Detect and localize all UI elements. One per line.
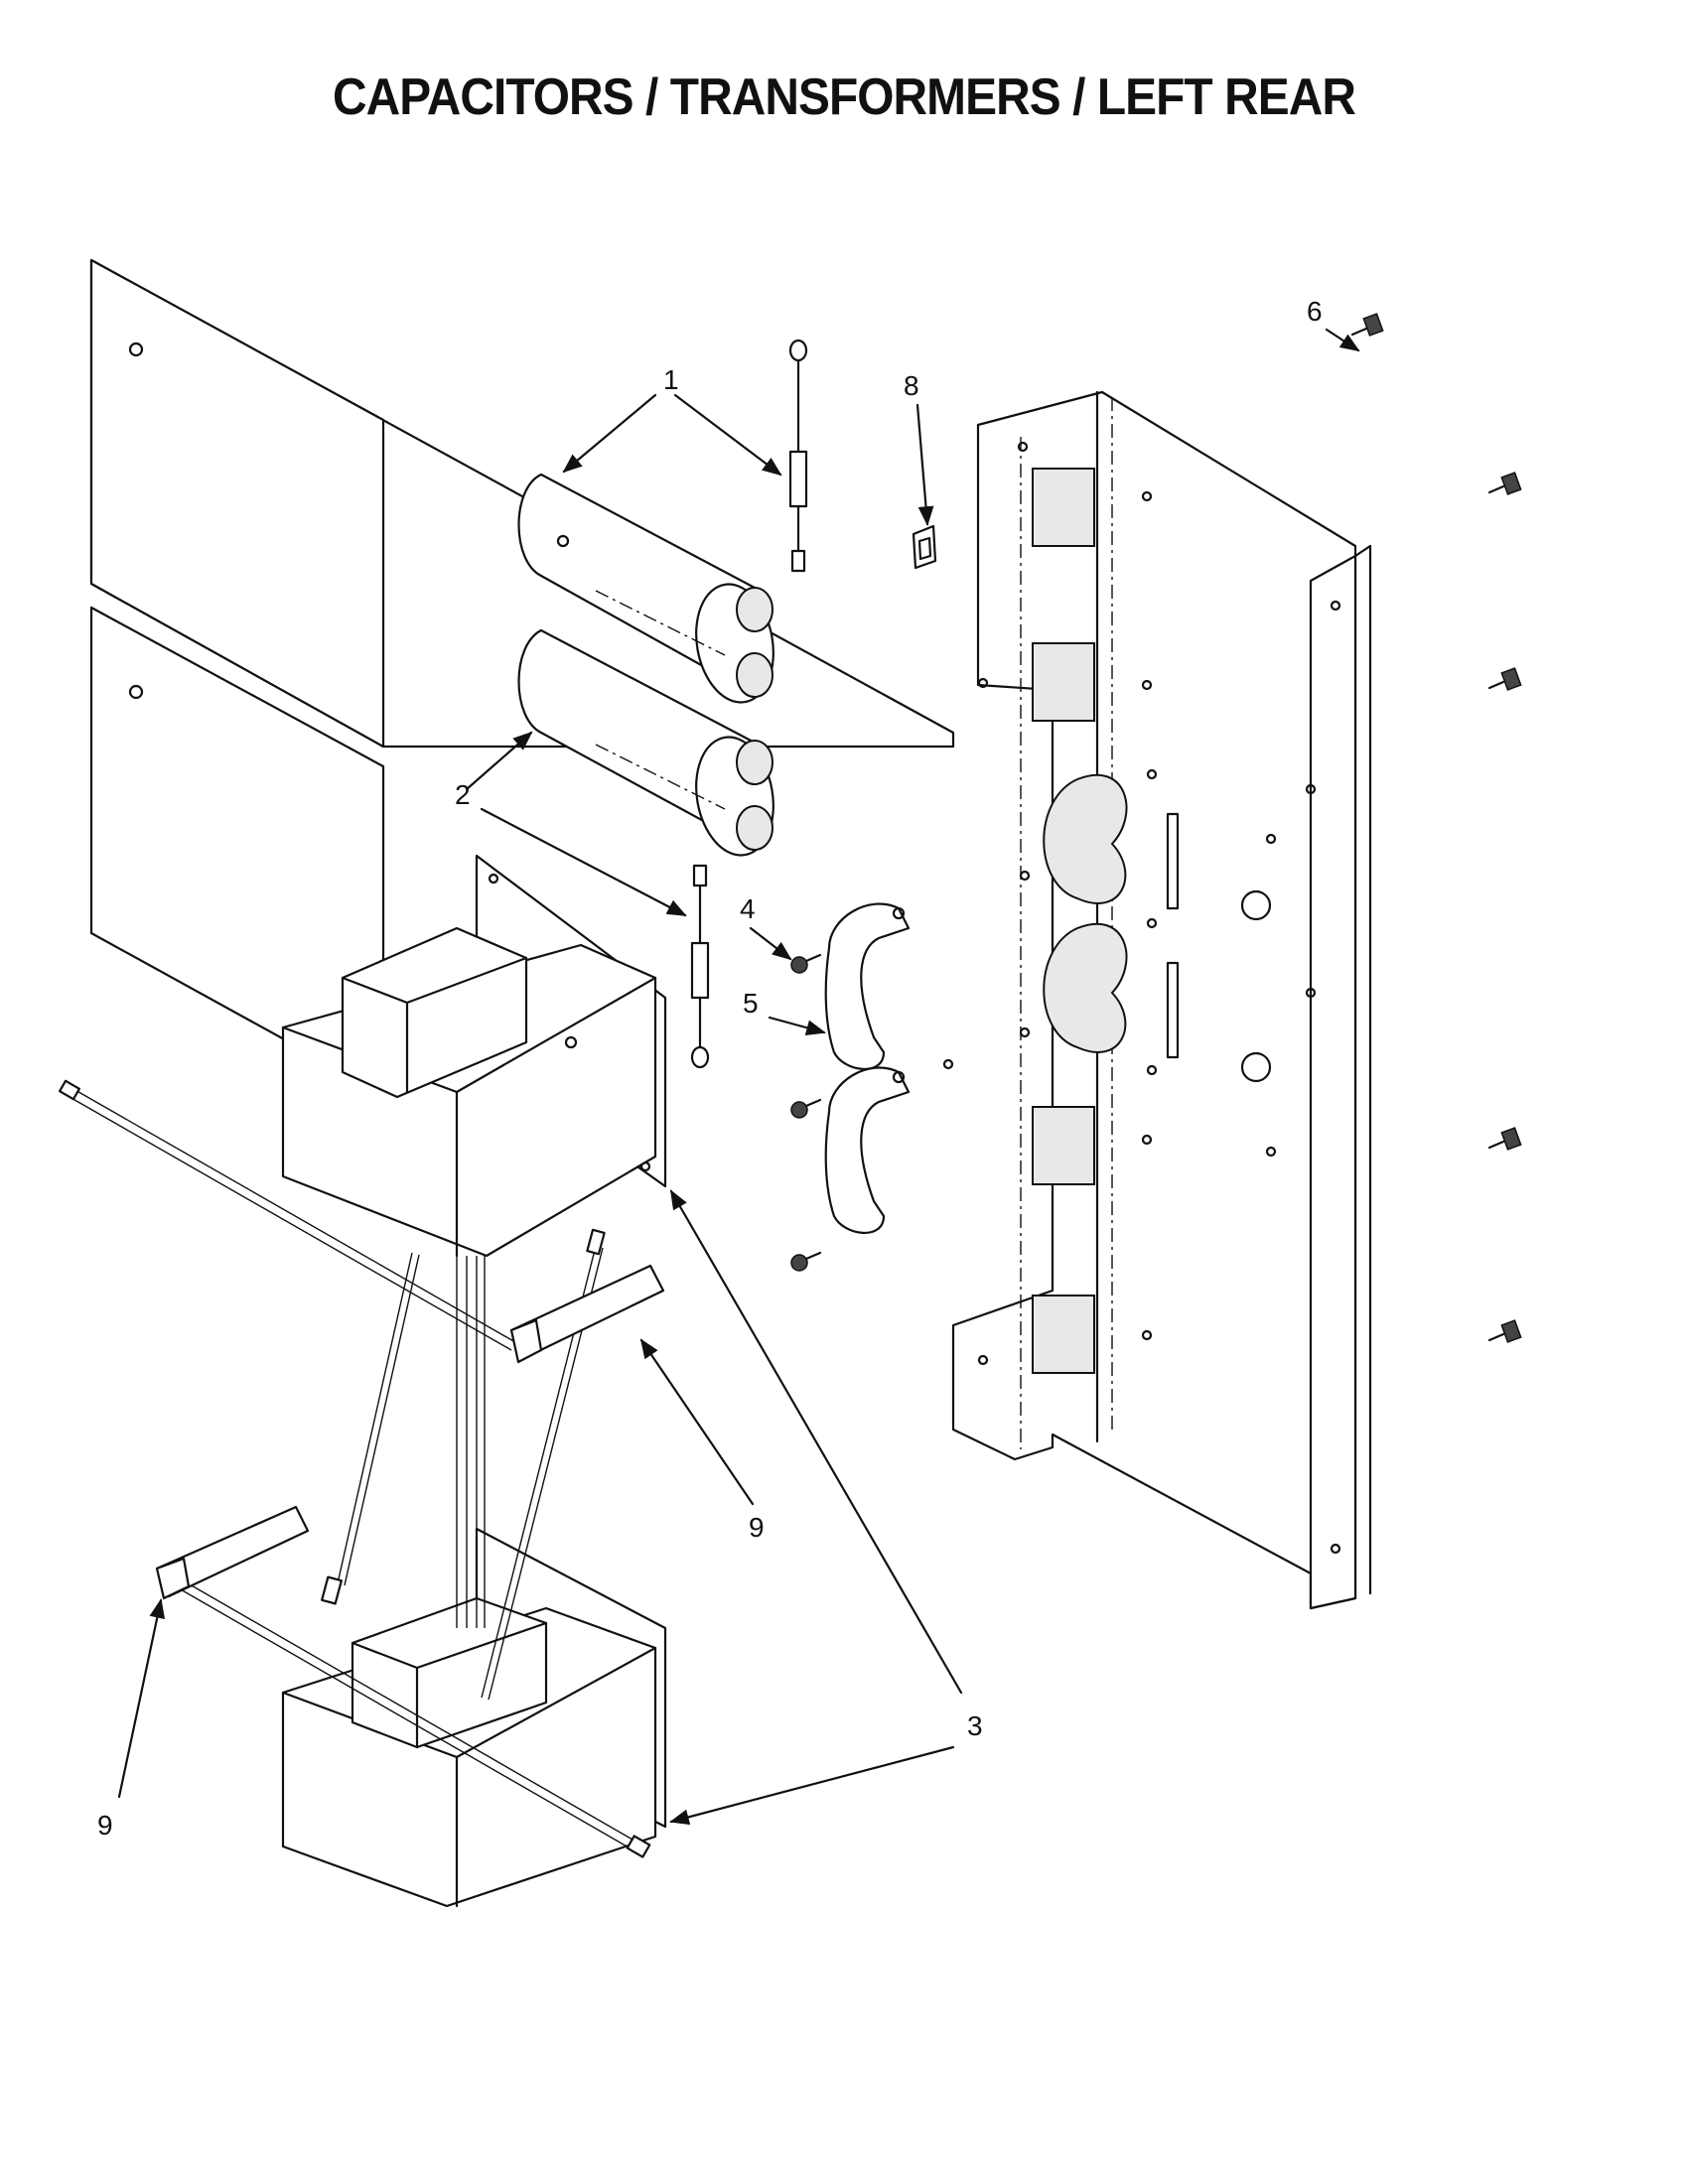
capacitor-upper — [517, 473, 774, 704]
callout-9-upper: 9 — [749, 1512, 765, 1543]
callout-5: 5 — [743, 988, 759, 1019]
screw-4b — [790, 1098, 822, 1119]
callout-6: 6 — [1307, 296, 1323, 327]
wire-clip-upper — [509, 1264, 665, 1364]
capacitor-clamp-upper — [824, 902, 911, 1070]
callout-4: 4 — [740, 893, 756, 924]
callout-8: 8 — [904, 370, 919, 401]
callout-2: 2 — [455, 779, 471, 810]
callout-9-lower: 9 — [97, 1810, 113, 1841]
wire-clip-lower — [155, 1505, 310, 1600]
rear-bracket — [942, 390, 1372, 1610]
bracket-screw-5 — [1487, 1319, 1522, 1343]
diode-lower — [690, 864, 710, 1069]
transformer-lower — [281, 1527, 667, 1908]
callout-3: 3 — [967, 1710, 983, 1741]
capacitor-lower — [517, 628, 774, 857]
callout-1: 1 — [663, 364, 679, 395]
transformer-upper — [281, 854, 667, 1258]
connector-clip — [912, 524, 937, 570]
wire-harness — [58, 1079, 651, 1858]
capacitor-clamp-lower — [824, 1066, 911, 1234]
page-title: CAPACITORS / TRANSFORMERS / LEFT REAR — [333, 68, 1356, 126]
leader-lines — [117, 328, 1360, 1826]
bracket-screw-4 — [1487, 1127, 1522, 1151]
screw-4a — [790, 953, 822, 974]
screw-4c — [790, 1251, 822, 1272]
bracket-screw-top — [1350, 313, 1384, 337]
diode-upper — [788, 339, 808, 573]
bracket-screw-3 — [1487, 667, 1522, 691]
bracket-screw-2 — [1487, 472, 1522, 495]
